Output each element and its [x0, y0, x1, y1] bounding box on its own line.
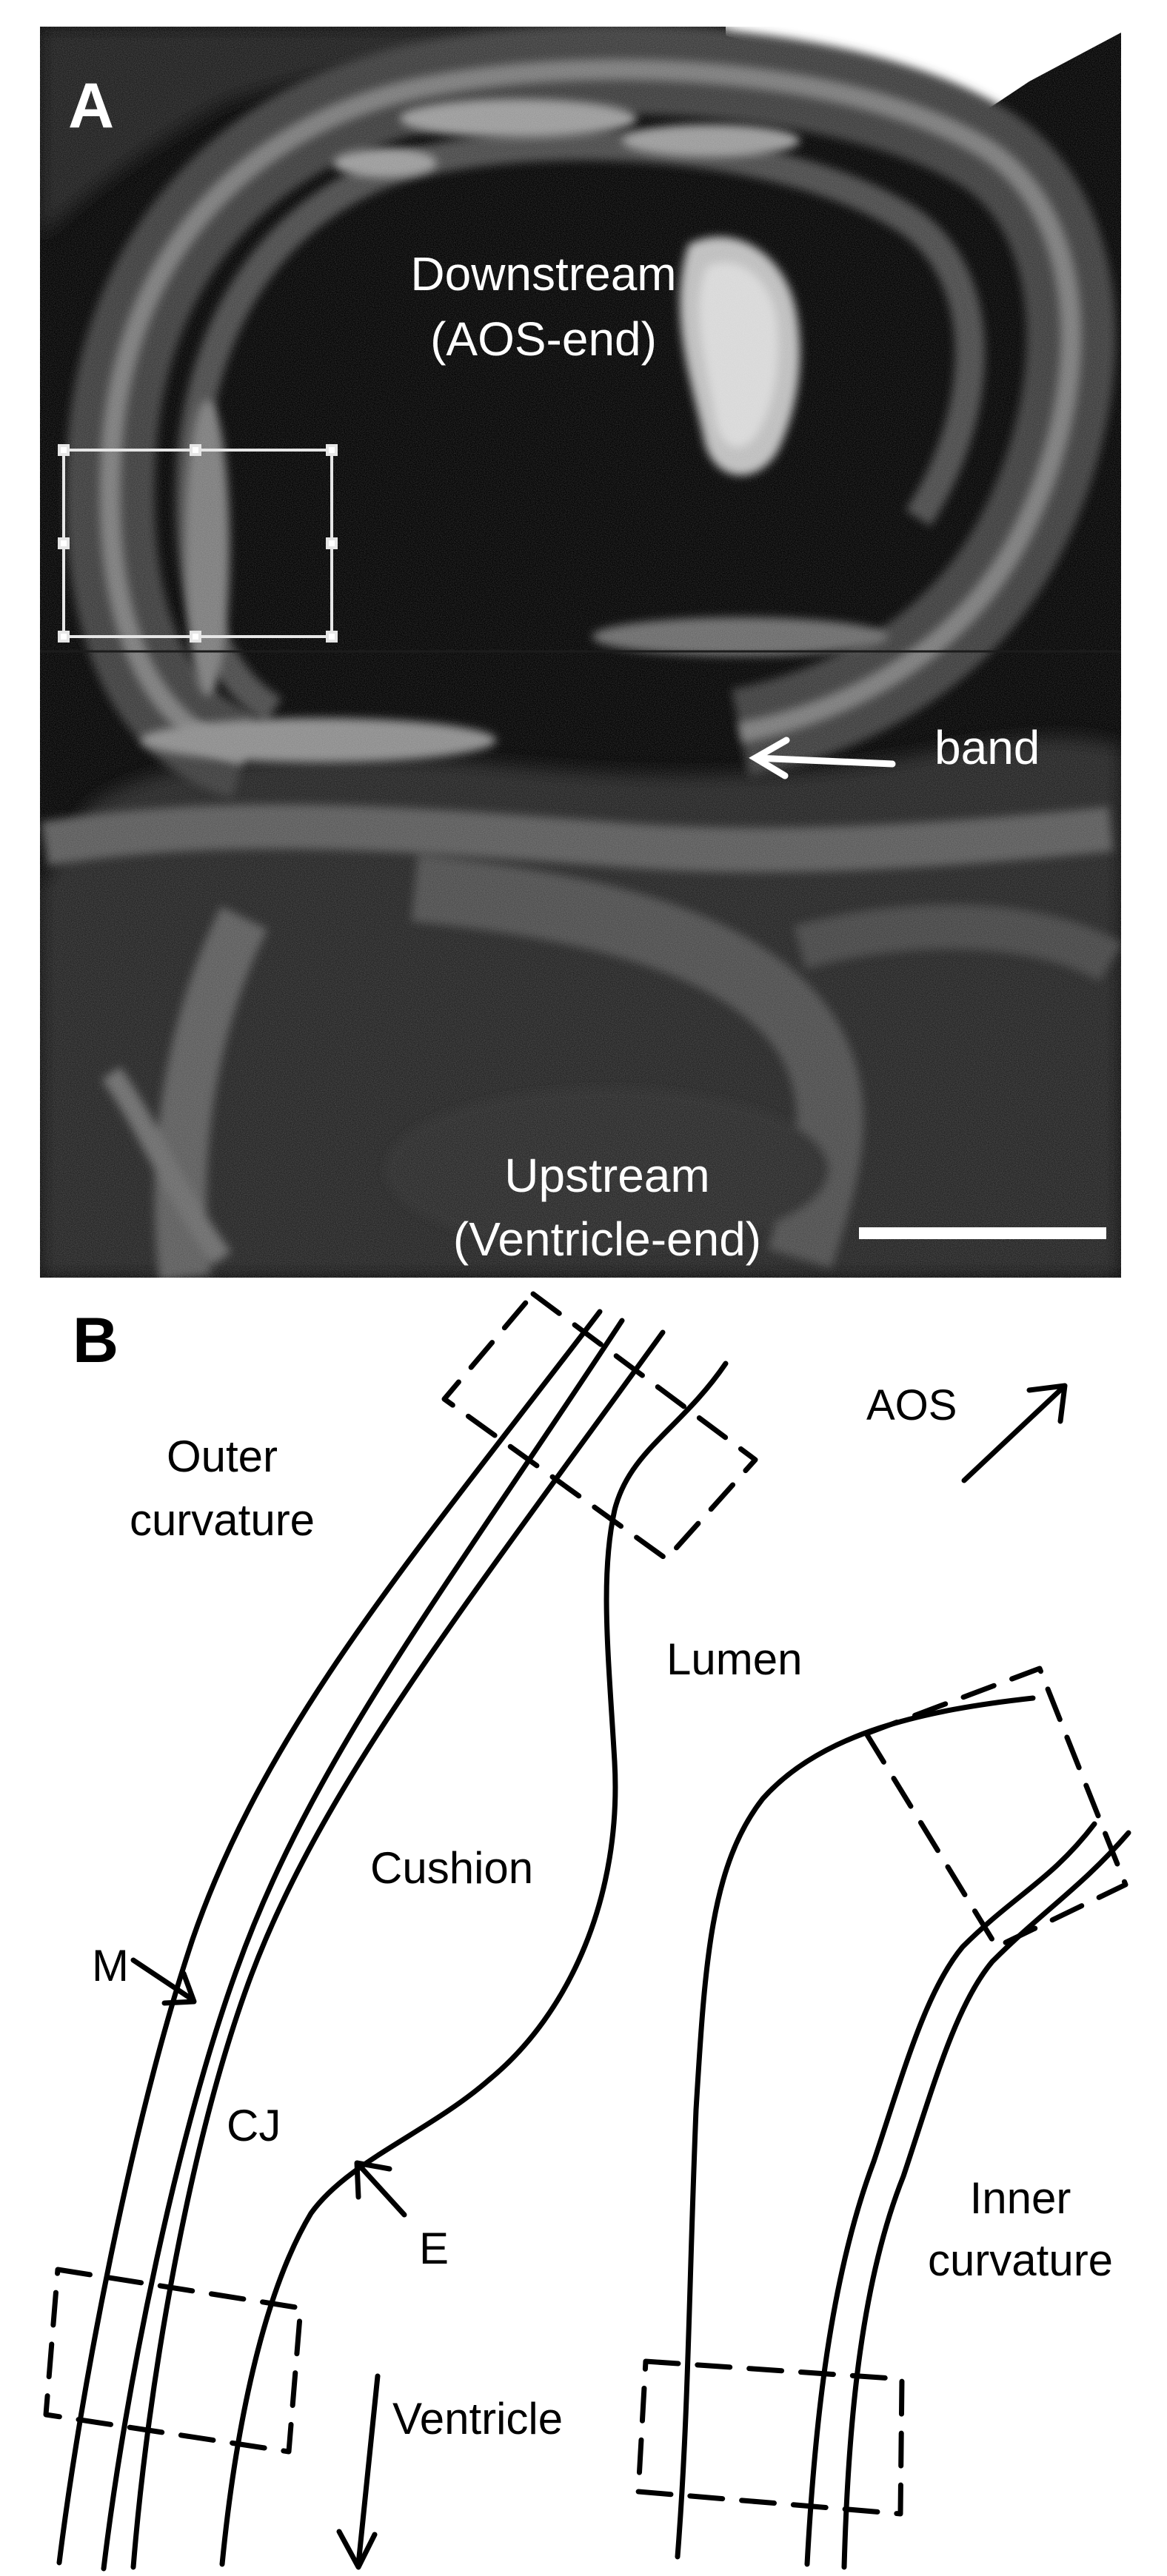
cj-label: CJ	[227, 2101, 281, 2150]
aos-end-label: (AOS-end)	[430, 312, 657, 366]
dashed-box-top	[441, 1291, 758, 1562]
aos-label: AOS	[866, 1381, 957, 1429]
aos-arrow	[961, 1383, 1068, 1483]
e-arrow	[354, 2160, 407, 2218]
outer-label-line2: curvature	[130, 1495, 315, 1545]
m-label: M	[92, 1941, 129, 1990]
panel-b-schematic	[43, 1291, 1131, 2572]
scale-bar	[859, 1227, 1106, 1239]
inner-label-line2: curvature	[928, 2235, 1113, 2285]
cushion-label: Cushion	[370, 1843, 533, 1893]
selection-box	[58, 444, 338, 643]
ventricle-end-label: (Ventricle-end)	[453, 1212, 761, 1266]
panel-a-letter: A	[68, 70, 114, 141]
upstream-label: Upstream	[504, 1149, 709, 1202]
outer-wall-line-1	[56, 1309, 603, 2566]
panel-b-labels: B Outer curvature AOS Lumen Cushion M CJ…	[73, 1305, 1113, 2443]
downstream-label: Downstream	[410, 247, 676, 301]
dashed-box-right	[863, 1666, 1128, 1950]
e-label: E	[419, 2224, 449, 2273]
outer-wall-line-3	[130, 1329, 666, 2570]
m-arrow	[130, 1957, 197, 2006]
inner-wall-line-1	[804, 1821, 1097, 2567]
dashed-box-bottom-left	[43, 2267, 304, 2455]
inner-lumen-line	[675, 1695, 1036, 2560]
outer-wall-line-2	[101, 1318, 625, 2572]
dashed-box-bottom-right	[635, 2358, 905, 2517]
band-label: band	[934, 721, 1040, 774]
ventricle-arrow	[336, 2373, 381, 2570]
outer-label-line1: Outer	[167, 1432, 278, 1481]
lumen-label: Lumen	[666, 1634, 802, 1684]
endocardium-line	[219, 1361, 729, 2567]
band-arrow	[749, 737, 896, 779]
inner-label-line1: Inner	[970, 2173, 1071, 2223]
ventricle-label: Ventricle	[392, 2394, 563, 2443]
inner-wall-line-2	[841, 1830, 1131, 2570]
panel-a-micrograph: A Downstream (AOS-end) band Upstream (Ve…	[40, 27, 1121, 1278]
panel-b-letter: B	[73, 1305, 118, 1376]
